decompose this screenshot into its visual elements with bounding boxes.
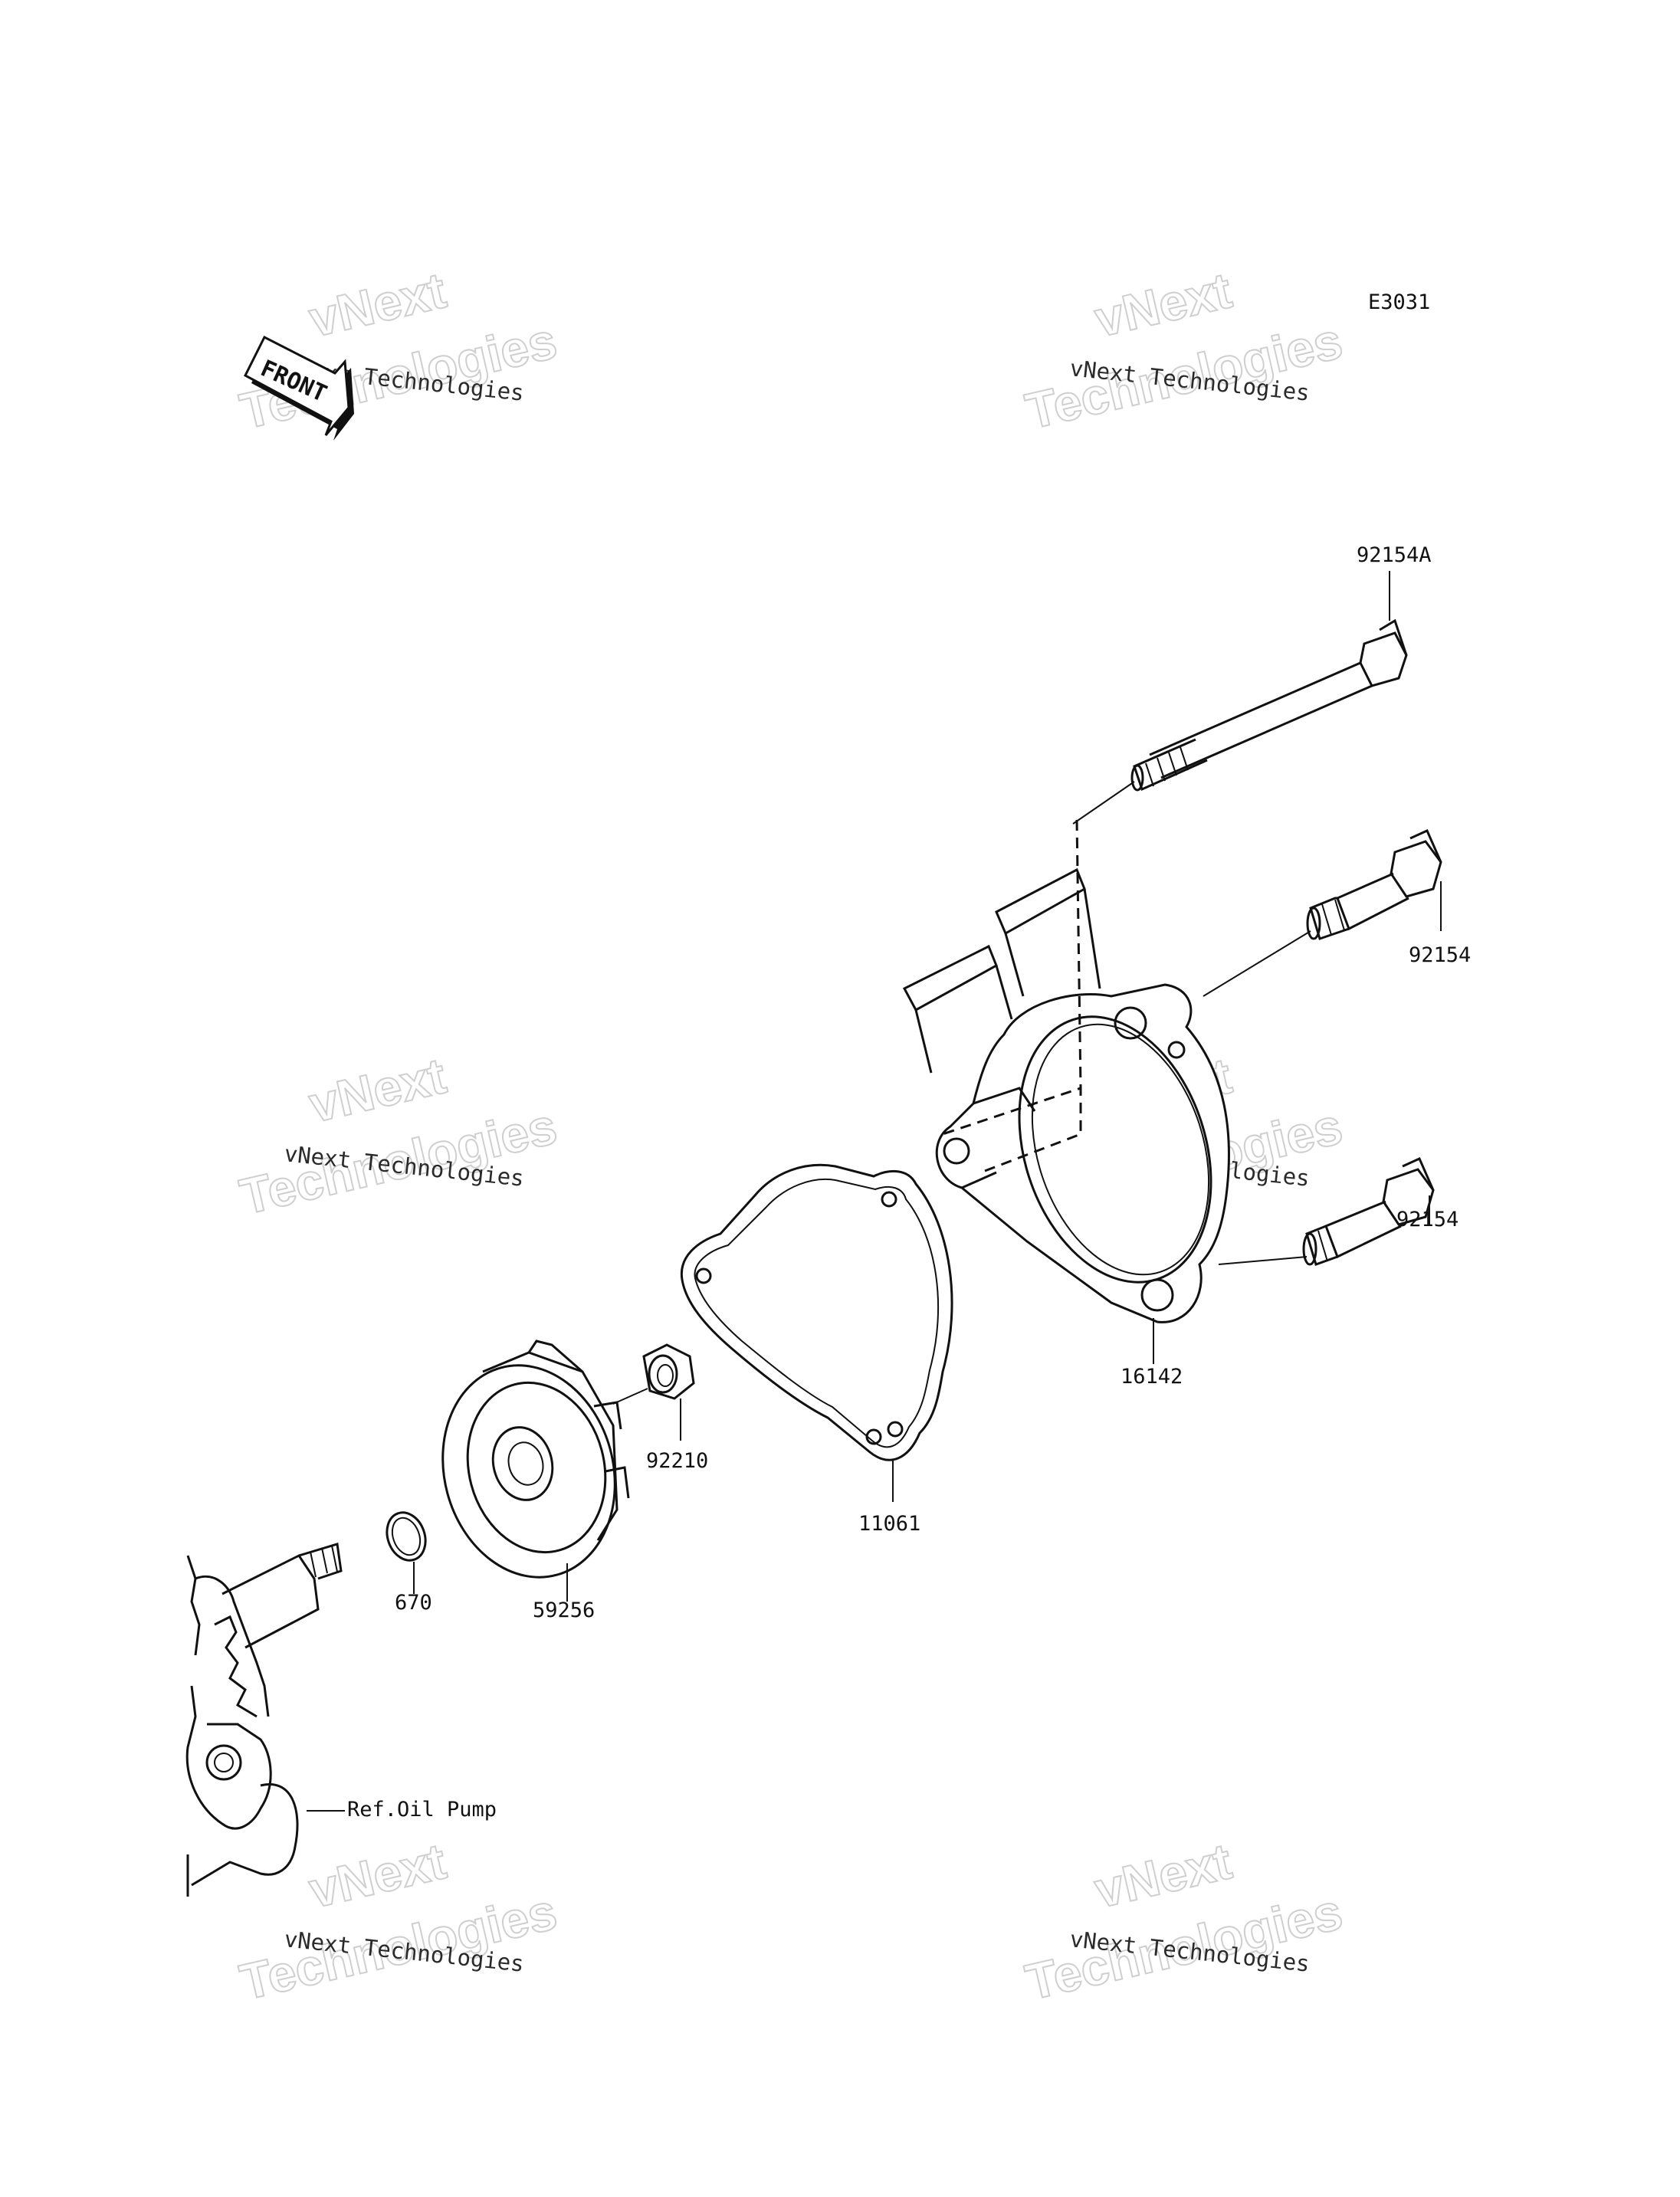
impeller-59256	[441, 1340, 630, 1579]
part-label-11061: 11061	[858, 1512, 920, 1536]
part-label-92154a: 92154A	[1357, 543, 1432, 567]
part-label-670: 670	[395, 1591, 432, 1615]
bolt-92154-upper	[1306, 829, 1442, 940]
part-label-16142: 16142	[1121, 1365, 1183, 1389]
part-label-59256: 59256	[533, 1599, 595, 1622]
watermark-big-1: vNext	[1090, 1832, 1237, 1919]
part-label-92210: 92210	[646, 1449, 708, 1473]
nut-92210	[612, 1343, 695, 1405]
watermark-big-1: vNext	[304, 261, 451, 348]
oil-pump-reference	[185, 1543, 343, 1897]
o-ring-670	[386, 1511, 427, 1562]
bolt-92154-lower	[1302, 1157, 1435, 1266]
diagram-code: E3031	[1368, 290, 1430, 314]
guide-line-92154a	[1072, 781, 1135, 825]
watermark-big-1: vNext	[1090, 261, 1237, 348]
watermark-top-right: vNext Technologies vNext Technologies	[1020, 261, 1348, 441]
part-label-92154-upper: 92154	[1409, 943, 1471, 967]
pump-cover-16142	[902, 819, 1230, 1323]
reference-label-oil-pump: Ref.Oil Pump	[347, 1798, 497, 1822]
bolt-92154a	[1130, 618, 1408, 792]
watermark-bottom-right: vNext Technologies vNext Technologies	[1020, 1831, 1348, 2012]
guide-line-92154-lower	[1218, 1256, 1308, 1265]
guide-line-92154-upper	[1203, 930, 1311, 997]
watermark-big-1: vNext	[304, 1047, 451, 1133]
gasket-11061	[680, 1163, 953, 1461]
watermark-bottom-left: vNext Technologies vNext Technologies	[235, 1831, 563, 2012]
part-label-92154-lower: 92154	[1396, 1208, 1459, 1231]
watermark-big-1: vNext	[304, 1832, 451, 1919]
watermark-middle-left: vNext Technologies vNext Technologies	[235, 1046, 563, 1226]
